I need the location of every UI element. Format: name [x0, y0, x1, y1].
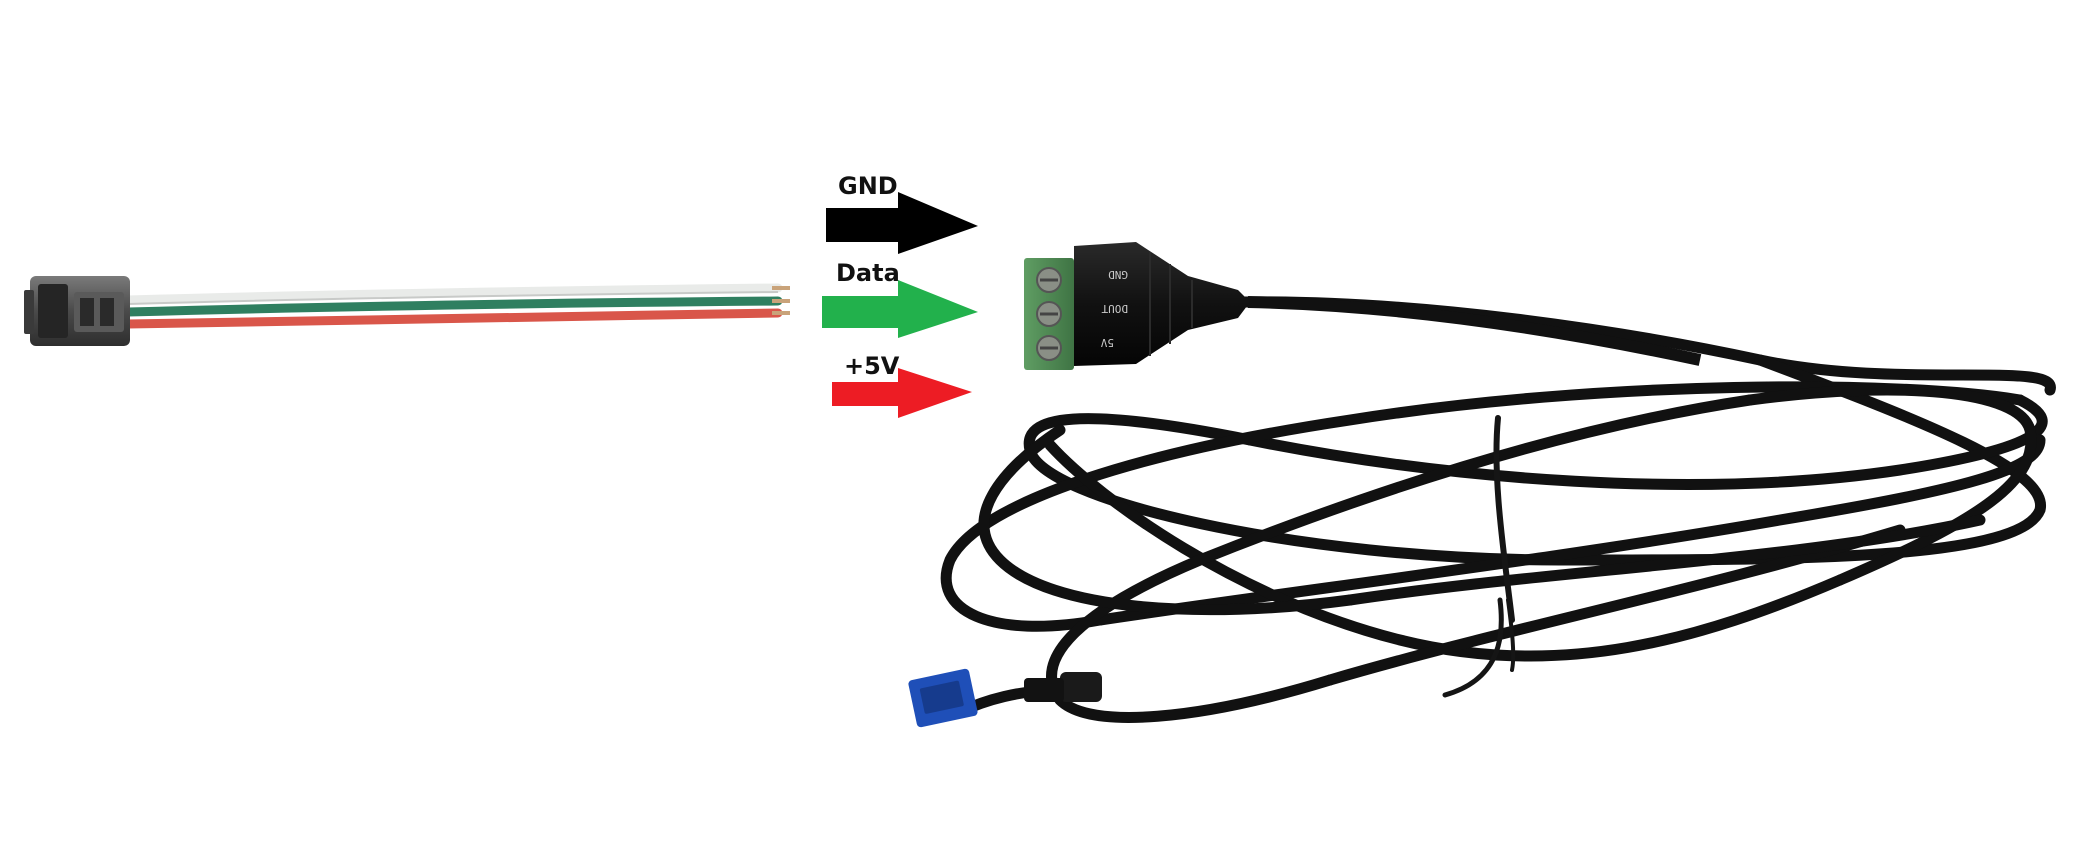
screw-terminals [1036, 267, 1062, 361]
gnd-indicator: GND [826, 172, 978, 254]
wire-green [123, 296, 783, 317]
data-arrow-icon [822, 280, 978, 338]
power-indicator: +5V [832, 352, 972, 418]
gnd-label: GND [838, 172, 898, 200]
power-label: +5V [844, 352, 900, 380]
cable-lead [1247, 296, 1702, 366]
wire-white [123, 283, 783, 305]
power-arrow-icon [832, 368, 972, 418]
wire-white-shadow [127, 291, 779, 305]
terminal-marking-dout: DOUT [1101, 302, 1128, 315]
data-label: Data [836, 259, 900, 287]
molded-housing: GND DOUT 5V [1074, 242, 1250, 366]
terminal-cable: GND DOUT 5V [908, 242, 2056, 728]
terminal-marking-5v: 5V [1100, 336, 1114, 349]
wire-red [123, 308, 783, 329]
cable-tie [1442, 415, 1516, 698]
terminal-block [1024, 258, 1074, 370]
wire-bundle [123, 283, 790, 329]
pin-legend: GND Data +5V [822, 172, 978, 418]
blue-connector [908, 668, 1102, 728]
jst-connector-housing [24, 276, 130, 346]
data-indicator: Data [822, 259, 978, 338]
gnd-arrow-icon [826, 192, 978, 254]
terminal-marking-gnd: GND [1108, 268, 1128, 281]
jst-pigtail [24, 276, 790, 346]
